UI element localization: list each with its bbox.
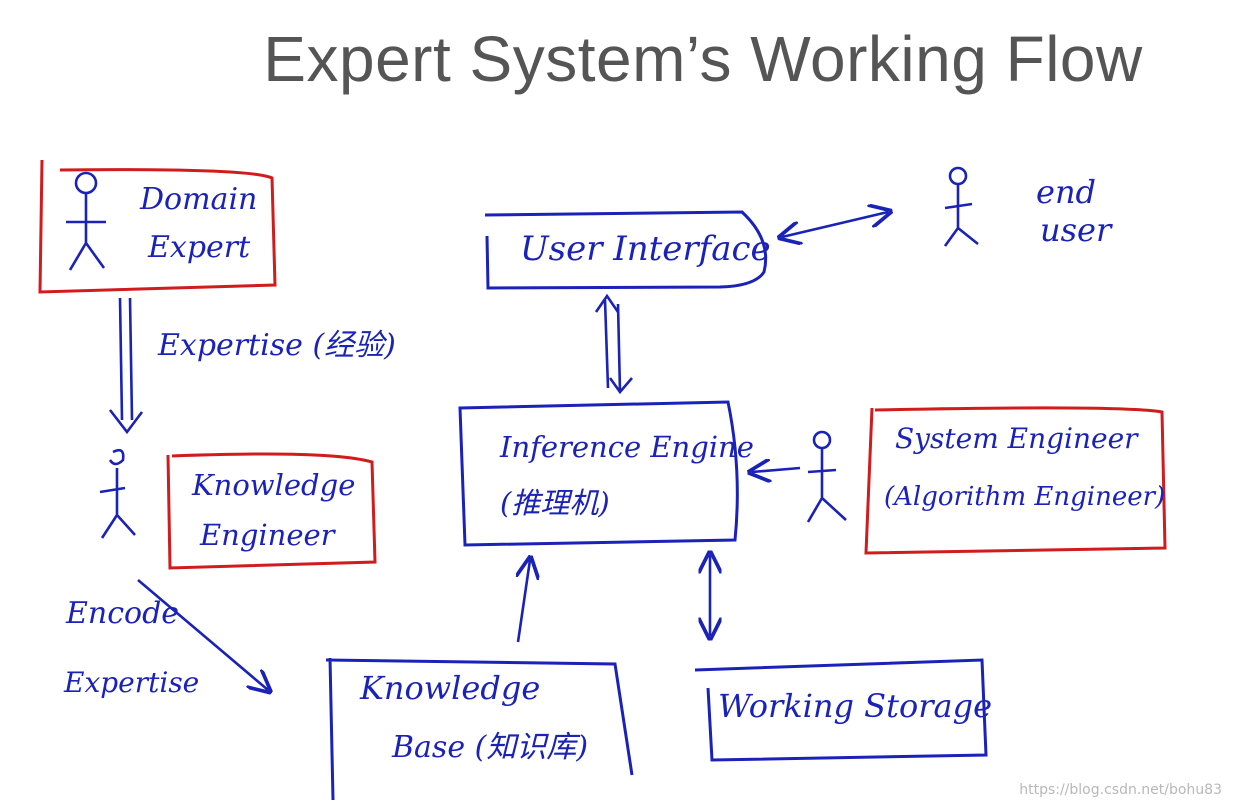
encode-arrow [137, 579, 268, 690]
algorithm-engineer-label: (Algorithm Engineer) [884, 482, 1166, 512]
user-interface-box [484, 210, 768, 290]
system-engineer-box [864, 406, 1167, 555]
working-storage-box [694, 658, 988, 762]
inference-engine-box [458, 400, 739, 547]
expertise-label: Expertise (经验) [158, 328, 396, 363]
end-user-label-1: end [1036, 173, 1097, 211]
user-interface-label: User Interface [520, 229, 771, 269]
domain-expert-label-2: Expert [148, 230, 251, 265]
expertise-label-2: Expertise [64, 666, 200, 699]
knowledge-engineer-label-2: Engineer [200, 518, 335, 552]
domain-expert-label-1: Domain [140, 182, 258, 217]
knowledge-base-label-2: Base (知识库) [392, 730, 589, 765]
domain-expert-figure [66, 171, 106, 271]
knowledge-engineer-box [166, 452, 377, 570]
domain-expert-box [38, 159, 277, 294]
ui-inference-arrow [594, 293, 633, 395]
kb-to-inference-arrow [518, 560, 530, 643]
system-engineer-figure [806, 430, 847, 523]
knowledge-base-box [325, 657, 634, 801]
page-title: Expert System’s Working Flow [263, 23, 1143, 95]
system-engineer-label: System Engineer [895, 422, 1138, 455]
working-storage-label: Working Storage [718, 687, 993, 725]
expertise-arrow [108, 297, 144, 435]
system-engineer-arrow [752, 468, 801, 472]
knowledge-engineer-label-1: Knowledge [192, 468, 356, 502]
inference-engine-chinese-label: (推理机) [500, 486, 610, 520]
knowledge-base-label-1: Knowledge [360, 669, 541, 707]
end-user-figure [943, 166, 979, 247]
knowledge-engineer-figure [99, 448, 136, 539]
end-user-label-2: user [1040, 211, 1112, 249]
end-user-arrow [782, 212, 888, 237]
watermark: https://blog.csdn.net/bohu83 [1019, 782, 1222, 798]
inference-engine-label: Inference Engine [500, 430, 754, 464]
encode-label: Encode [66, 596, 180, 631]
